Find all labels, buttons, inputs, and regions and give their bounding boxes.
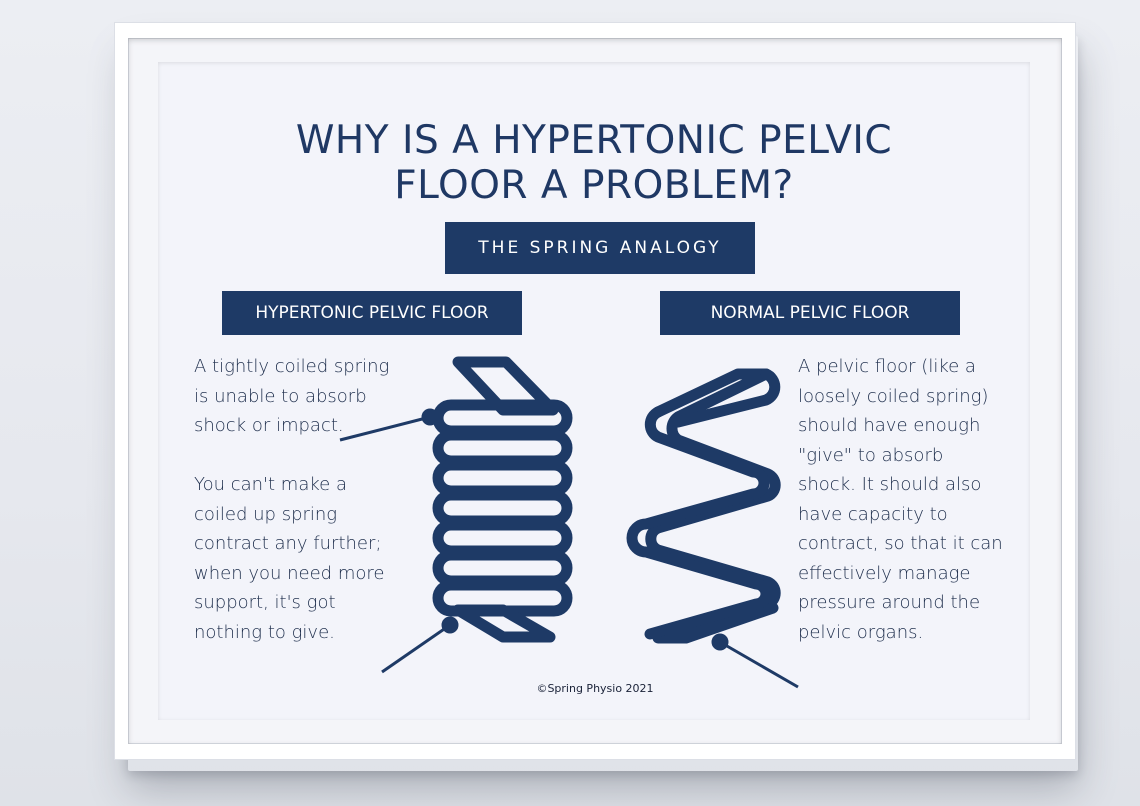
loose-spring-pointer <box>711 633 799 689</box>
poster: WHY IS A HYPERTONIC PELVIC FLOOR A PROBL… <box>158 62 1030 720</box>
subtitle-text: THE SPRING ANALOGY <box>478 238 722 258</box>
picture-frame: WHY IS A HYPERTONIC PELVIC FLOOR A PROBL… <box>114 22 1076 760</box>
copyright-notice: ©Spring Physio 2021 <box>536 682 654 695</box>
poster-title-line-2: FLOOR A PROBLEM? <box>394 163 794 208</box>
normal-heading: NORMAL PELVIC FLOOR <box>710 303 910 323</box>
loose-coil-spring-icon <box>626 368 781 644</box>
hypertonic-paragraph-1: A tightly coiled spring is unable to abs… <box>194 356 390 436</box>
normal-description: A pelvic floor (like a loosely coiled sp… <box>798 356 1003 643</box>
tight-coil-spring-icon <box>432 356 573 643</box>
hypertonic-heading: HYPERTONIC PELVIC FLOOR <box>255 303 489 323</box>
hypertonic-description: A tightly coiled spring is unable to abs… <box>194 352 392 647</box>
paragraph-gap <box>194 441 392 471</box>
subtitle-banner: THE SPRING ANALOGY <box>445 222 755 274</box>
hypertonic-paragraph-2: You can't make a coiled up spring contra… <box>194 474 385 643</box>
poster-title-line-1: WHY IS A HYPERTONIC PELVIC <box>295 118 893 163</box>
hypertonic-heading-box: HYPERTONIC PELVIC FLOOR <box>222 291 522 335</box>
poster-title: WHY IS A HYPERTONIC PELVIC FLOOR A PROBL… <box>158 118 1030 208</box>
normal-heading-box: NORMAL PELVIC FLOOR <box>660 291 960 335</box>
